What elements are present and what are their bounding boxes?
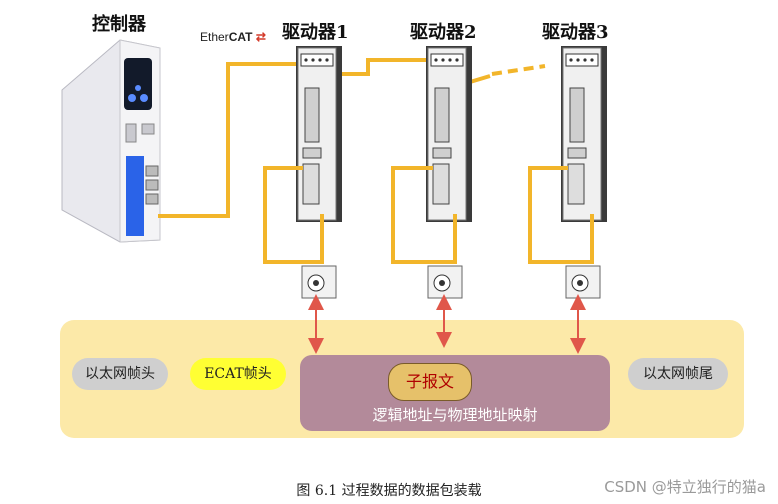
ecat-header-pill: ECAT帧头 [190, 358, 286, 390]
drive-1-motor-cable [263, 166, 324, 264]
motor-3-icon [565, 265, 601, 299]
drive-2-device [426, 46, 472, 222]
eth-header-pill: 以太网帧头 [72, 358, 168, 390]
drive-3-label: 驱动器3 [542, 22, 609, 43]
figure-caption: 图 6.1 过程数据的数据包装载 [296, 483, 482, 499]
drive-2-label: 驱动器2 [410, 22, 477, 43]
motor-2-icon [427, 265, 463, 299]
drive-2-motor-cable [391, 166, 457, 264]
ethercat-logo-text-a: Ether [200, 30, 229, 44]
sub-message-pill: 子报文 [388, 363, 472, 401]
watermark: CSDN @特立独行的猫a [604, 478, 766, 496]
ethercat-logo: EtherCAT ⇄ [200, 30, 266, 44]
drive-1-device [296, 46, 342, 222]
ethercat-cables [158, 58, 546, 218]
eth-trailer-pill: 以太网帧尾 [628, 358, 728, 390]
drive-1-label: 驱动器1 [282, 22, 349, 43]
controller-device [61, 39, 161, 243]
ethercat-logo-text-b: CAT [228, 30, 253, 44]
drive-3-device [561, 46, 607, 222]
controller-label: 控制器 [92, 14, 146, 35]
drive-3-motor-cable [528, 166, 594, 264]
ethercat-arrows-icon: ⇄ [255, 30, 266, 44]
motor-1-icon [301, 265, 337, 299]
mapping-text: 逻辑地址与物理地址映射 [372, 406, 538, 424]
